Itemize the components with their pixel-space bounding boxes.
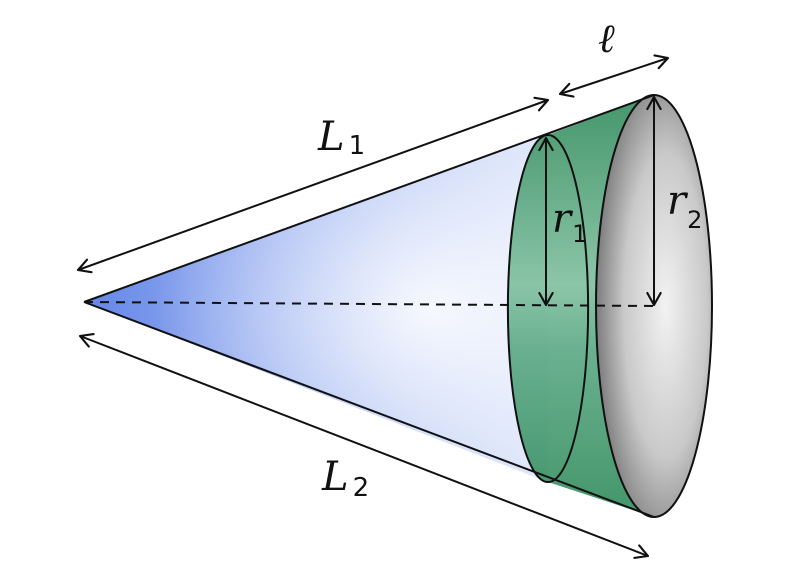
cone-highlight <box>84 135 548 482</box>
L1-arrow <box>76 96 550 274</box>
label-r2: r2 <box>667 178 702 234</box>
L2-arrow <box>78 333 650 559</box>
label-r1: r1 <box>552 196 587 248</box>
label-l: ℓ <box>598 16 615 62</box>
l-arrow <box>558 54 670 98</box>
